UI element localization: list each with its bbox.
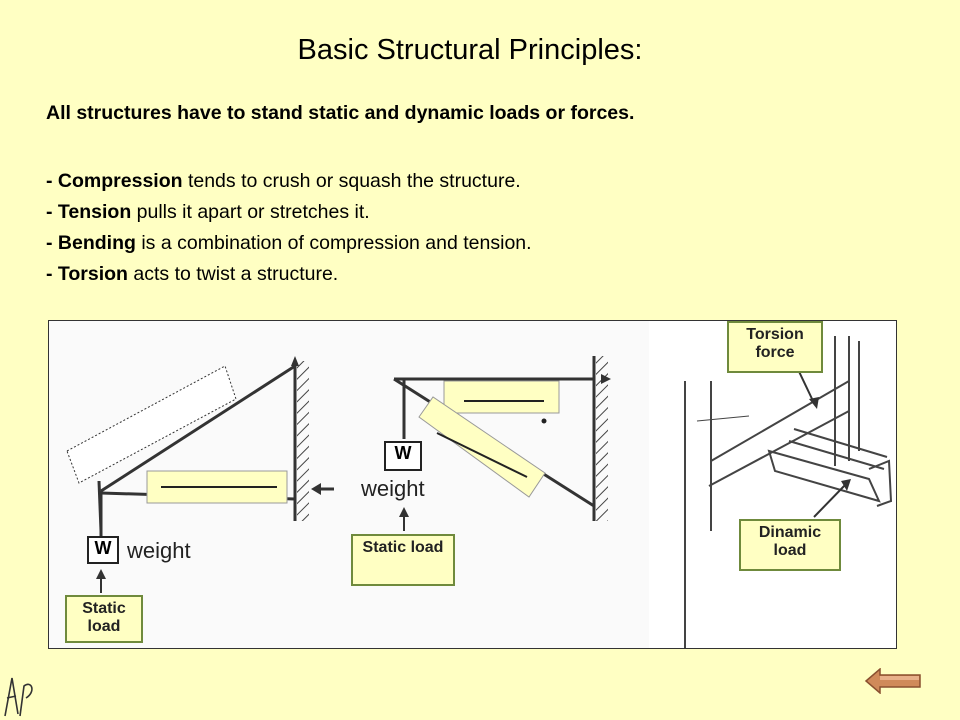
bullet-bending: - Bending is a combination of compressio… bbox=[46, 232, 532, 254]
weight-box-left: W bbox=[87, 536, 119, 564]
bullet-torsion: - Torsion acts to twist a structure. bbox=[46, 263, 339, 285]
diagram-drawing bbox=[49, 321, 896, 648]
tension-indicator-middle bbox=[443, 380, 560, 414]
bullet-compression: - Compression tends to crush or squash t… bbox=[46, 170, 521, 192]
static-load-label-middle: Static load bbox=[351, 534, 455, 586]
structural-diagram: W weight Static load W weight Static loa… bbox=[48, 320, 897, 649]
weight-label-left: weight bbox=[127, 538, 191, 563]
torsion-sketch bbox=[684, 336, 893, 648]
left-bracket bbox=[97, 361, 309, 536]
back-button[interactable] bbox=[864, 667, 922, 695]
compression-indicator-middle bbox=[418, 396, 546, 498]
weight-box-middle: W bbox=[384, 441, 422, 471]
bullet-tension: - Tension pulls it apart or stretches it… bbox=[46, 201, 370, 223]
page-title: Basic Structural Principles: bbox=[297, 34, 643, 66]
bullet-list: - Compression tends to crush or squash t… bbox=[46, 166, 532, 290]
signature-logo bbox=[4, 677, 33, 717]
left-arrow-icon bbox=[864, 667, 921, 695]
torsion-force-label: Torsion force bbox=[727, 321, 823, 373]
weight-label-middle: weight bbox=[361, 476, 425, 501]
compression-indicator bbox=[66, 365, 237, 484]
dynamic-load-label: Dinamic load bbox=[739, 519, 841, 571]
intro-text: All structures have to stand static and … bbox=[46, 102, 635, 124]
static-load-label-left: Static load bbox=[65, 595, 143, 643]
